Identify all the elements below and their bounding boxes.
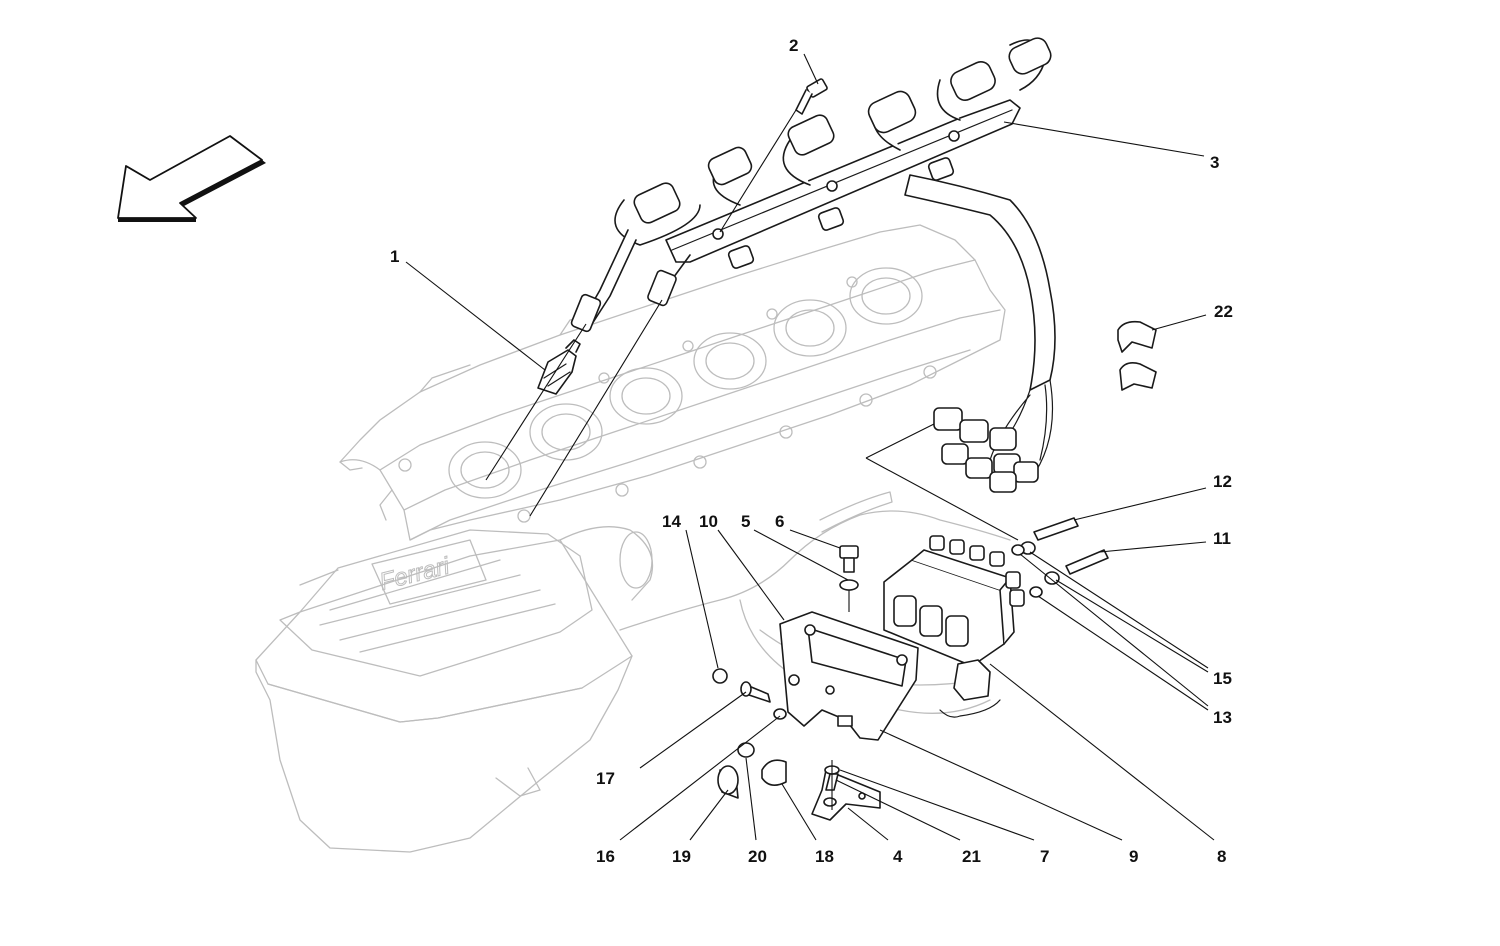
fixing-screw <box>795 78 828 115</box>
coil-mounting-bracket <box>779 611 919 741</box>
callout-14: 14 <box>662 512 681 531</box>
callout-3: 3 <box>1210 153 1219 172</box>
callout-12: 12 <box>1213 472 1232 491</box>
callout-19: 19 <box>672 847 691 866</box>
callout-15: 15 <box>1213 669 1232 688</box>
callout-11: 11 <box>1213 529 1231 548</box>
callout-21: 21 <box>962 847 981 866</box>
callout-10: 10 <box>699 512 718 531</box>
cylinder-head-ghost <box>339 224 1006 541</box>
ignition-lead-rail <box>570 37 1056 493</box>
callout-5: 5 <box>741 512 750 531</box>
callout-4: 4 <box>893 847 903 866</box>
leader-lines <box>405 53 1215 841</box>
callout-13: 13 <box>1213 708 1232 727</box>
callout-6: 6 <box>775 512 784 531</box>
harness-clip <box>1117 320 1157 391</box>
callout-7: 7 <box>1040 847 1049 866</box>
callout-22: 22 <box>1214 302 1233 321</box>
callout-2: 2 <box>789 36 798 55</box>
callout-9: 9 <box>1129 847 1138 866</box>
callout-8: 8 <box>1217 847 1226 866</box>
ignition-coil-module <box>883 535 1025 718</box>
callout-1: 1 <box>390 247 399 266</box>
callout-20: 20 <box>748 847 767 866</box>
air-filter-box-ghost: Ferrari <box>255 526 654 853</box>
callout-18: 18 <box>815 847 834 866</box>
callout-labels: 1 2 3 22 12 11 14 10 5 6 15 13 17 16 19 … <box>390 36 1233 866</box>
hardware-items <box>712 517 1109 807</box>
front-direction-arrow-icon <box>117 135 266 222</box>
support-bracket <box>811 769 881 821</box>
callout-16: 16 <box>596 847 615 866</box>
callout-17: 17 <box>596 769 615 788</box>
